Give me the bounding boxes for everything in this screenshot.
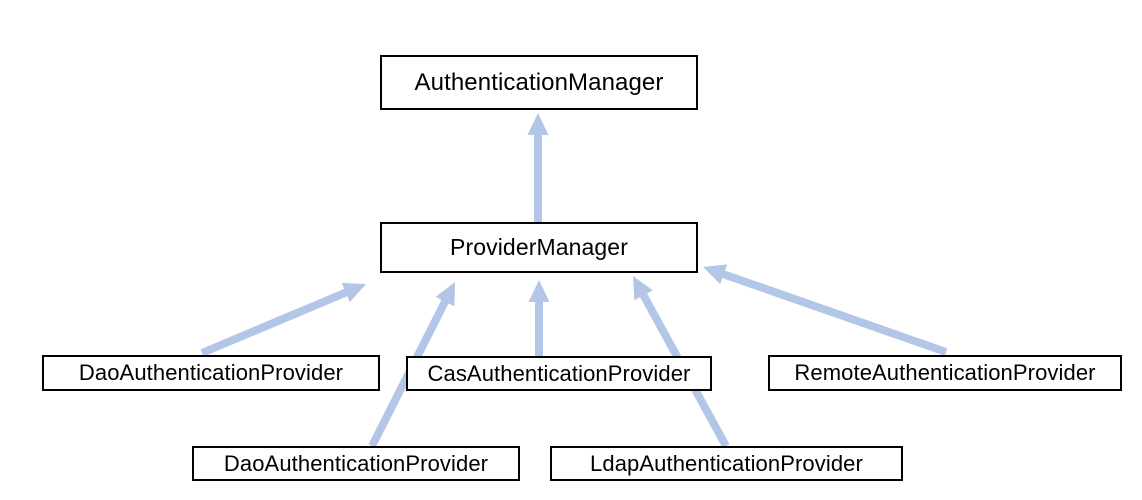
class-box-label: DaoAuthenticationProvider — [223, 450, 489, 476]
class-box-label: DaoAuthenticationProvider — [78, 360, 344, 385]
arrow-dao-left-to-provider — [200, 282, 366, 357]
class-box-provider-manager[interactable]: ProviderManager — [380, 222, 698, 273]
class-box-cas-authentication-provider[interactable]: CasAuthenticationProvider — [406, 356, 712, 391]
class-box-ldap-authentication-provider[interactable]: LdapAuthenticationProvider — [550, 446, 903, 481]
arrow-provider-to-auth — [527, 113, 549, 222]
class-box-authentication-manager[interactable]: AuthenticationManager — [380, 55, 698, 110]
class-box-label: LdapAuthenticationProvider — [590, 450, 863, 476]
arrow-cas-to-provider — [528, 280, 550, 356]
class-box-dao-authentication-provider-left[interactable]: DaoAuthenticationProvider — [42, 355, 380, 391]
class-box-remote-authentication-provider[interactable]: RemoteAuthenticationProvider — [768, 355, 1122, 391]
arrow-remote-to-provider — [703, 264, 948, 356]
class-box-label: ProviderManager — [450, 234, 628, 260]
class-box-label: AuthenticationManager — [414, 68, 664, 96]
class-box-label: RemoteAuthenticationProvider — [794, 360, 1096, 385]
class-box-dao-authentication-provider-bottom[interactable]: DaoAuthenticationProvider — [192, 446, 520, 481]
class-box-label: CasAuthenticationProvider — [427, 360, 691, 386]
